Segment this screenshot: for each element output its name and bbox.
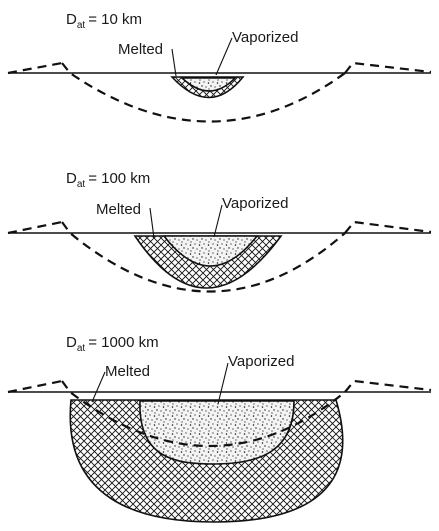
transient-crater-outline: [61, 221, 346, 293]
vaporized-label: Vaporized: [228, 353, 294, 370]
vaporized-zone: [139, 400, 295, 465]
vaporized-leader: [213, 204, 223, 238]
crater-rim-right: [344, 61, 432, 74]
melted-leader: [171, 48, 177, 77]
transient-crater-outline: [61, 380, 346, 447]
dat-label: Dat= 100 km: [66, 170, 150, 190]
vaporized-leader: [217, 362, 229, 405]
crater-rim-right: [344, 379, 432, 393]
vaporized-zone: [179, 77, 237, 92]
crater-rim-left: [7, 220, 63, 235]
melted-label: Melted: [96, 201, 141, 218]
crater-rim-left: [7, 379, 63, 394]
melted-label: Melted: [105, 363, 150, 380]
melted-label: Melted: [118, 41, 163, 58]
transient-crater-outline: [61, 62, 346, 123]
panel-1000km: Dat= 1000 km Melted Vaporized: [7, 334, 432, 523]
vaporized-zone: [162, 235, 259, 267]
melted-leader: [91, 371, 106, 403]
dat-label: Dat= 1000 km: [66, 334, 159, 354]
vaporized-leader: [215, 37, 233, 76]
dat-label: Dat= 10 km: [66, 11, 142, 31]
melted-leader: [149, 207, 155, 239]
vaporized-label: Vaporized: [222, 195, 288, 212]
panel-100km: Dat= 100 km Melted Vaporized: [7, 170, 432, 293]
panel-10km: Dat= 10 km Melted Vaporized: [7, 11, 432, 123]
vaporized-label: Vaporized: [232, 29, 298, 46]
crater-rim-right: [344, 220, 432, 234]
crater-rim-left: [7, 61, 63, 75]
